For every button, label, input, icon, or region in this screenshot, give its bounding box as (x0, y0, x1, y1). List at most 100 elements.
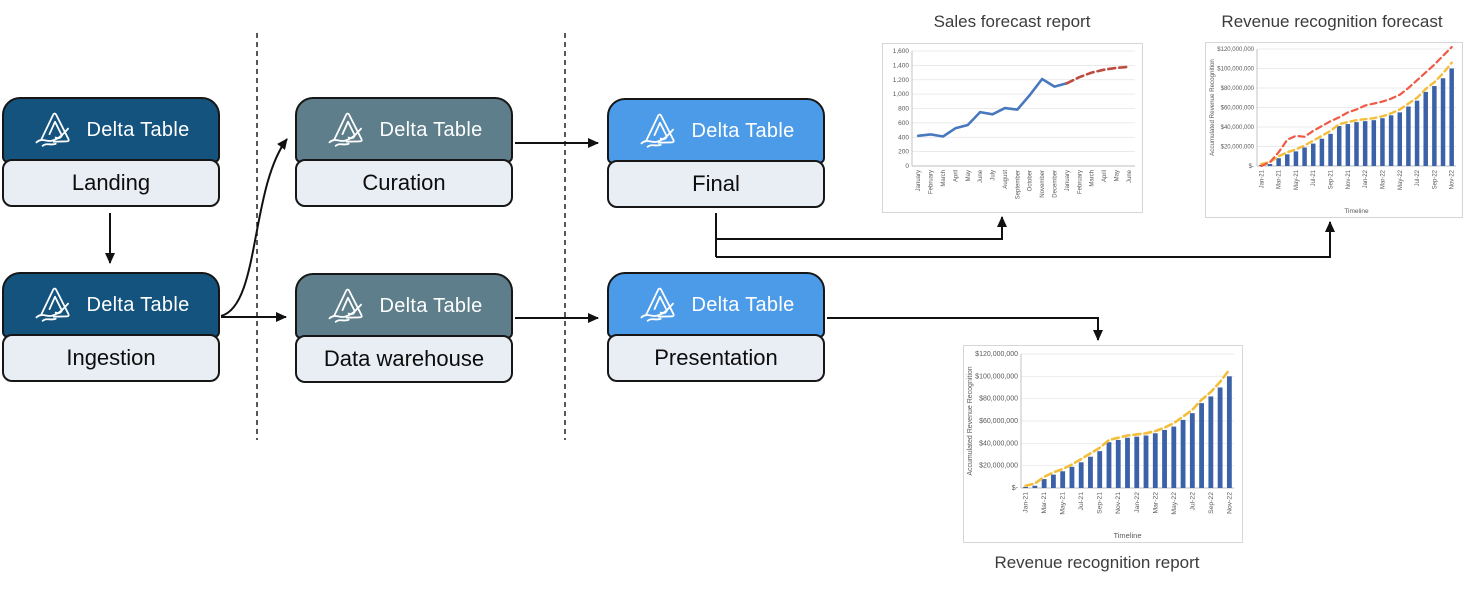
node-final-label: Final (607, 160, 825, 208)
node-curation-title: Delta Table (379, 118, 483, 141)
svg-text:Timeline: Timeline (1113, 531, 1141, 540)
svg-text:Mar-22: Mar-22 (1152, 492, 1159, 514)
svg-text:Jan-22: Jan-22 (1134, 492, 1141, 513)
svg-text:$-: $- (1012, 485, 1019, 492)
delta-lake-icon (33, 108, 77, 152)
svg-text:Mar-21: Mar-21 (1277, 169, 1283, 189)
svg-text:Jul-21: Jul-21 (1078, 492, 1085, 511)
revenue-recognition-report-chart[interactable]: $- $20,000,000 $40,000,000 $60,000,000 $80,0… (963, 345, 1243, 543)
svg-text:June: June (1127, 169, 1133, 183)
svg-text:$80,000,000: $80,000,000 (1221, 86, 1255, 92)
node-final[interactable]: Delta Table Final (607, 98, 825, 208)
node-data-warehouse-header: Delta Table (295, 273, 513, 339)
node-presentation-title: Delta Table (691, 293, 795, 316)
node-data-warehouse-title: Delta Table (379, 294, 483, 317)
svg-text:January: January (1065, 170, 1071, 191)
node-landing-label: Landing (2, 159, 220, 207)
svg-text:May: May (1114, 170, 1120, 181)
svg-text:$80,000,000: $80,000,000 (979, 396, 1018, 403)
revenue-report-chart-title: Revenue recognition report (994, 553, 1200, 572)
delta-lake-icon (326, 284, 370, 328)
svg-text:October: October (1028, 170, 1034, 191)
node-curation[interactable]: Delta Table Curation (295, 97, 513, 207)
svg-text:March: March (1090, 170, 1096, 187)
svg-text:Mar-21: Mar-21 (1041, 492, 1048, 514)
svg-text:1,400: 1,400 (893, 62, 910, 69)
svg-text:1,600: 1,600 (893, 48, 910, 55)
svg-text:Jul-22: Jul-22 (1189, 492, 1196, 511)
svg-text:$40,000,000: $40,000,000 (1221, 125, 1255, 131)
node-presentation[interactable]: Delta Table Presentation (607, 272, 825, 382)
svg-text:Mar-22: Mar-22 (1380, 169, 1386, 189)
svg-text:December: December (1052, 170, 1058, 198)
svg-text:February: February (929, 170, 935, 194)
sales-forecast-chart-title: Sales forecast report (933, 12, 1091, 31)
svg-text:May-22: May-22 (1171, 492, 1178, 515)
svg-text:Nov-22: Nov-22 (1450, 169, 1456, 189)
arrow-final-to-forecast-chart (716, 221, 1335, 258)
svg-text:$100,000,000: $100,000,000 (1217, 67, 1254, 73)
svg-text:$60,000,000: $60,000,000 (979, 418, 1018, 425)
svg-text:Jul-21: Jul-21 (1311, 169, 1317, 186)
node-final-header: Delta Table (607, 98, 825, 164)
node-presentation-label: Presentation (607, 334, 825, 382)
svg-text:Nov-21: Nov-21 (1346, 169, 1352, 189)
svg-text:August: August (1003, 170, 1009, 189)
svg-text:200: 200 (898, 149, 909, 156)
svg-text:1,200: 1,200 (893, 77, 910, 84)
svg-text:$-: $- (1249, 164, 1254, 170)
svg-text:January: January (916, 170, 922, 191)
revenue-recognition-forecast-chart[interactable]: $- $20,000,000 $40,000,000 $60,000,000 $80,0… (1205, 42, 1463, 218)
sales-forecast-chart[interactable]: 02004006008001,0001,2001,4001,600January… (882, 43, 1143, 213)
node-ingestion-title: Delta Table (86, 293, 190, 316)
arrow-final-to-sales-chart (716, 216, 1007, 240)
svg-text:Jul-22: Jul-22 (1415, 169, 1421, 186)
svg-text:Jan-22: Jan-22 (1363, 169, 1369, 188)
svg-text:November: November (1040, 170, 1046, 198)
svg-text:$20,000,000: $20,000,000 (979, 463, 1018, 470)
svg-text:Jan-21: Jan-21 (1259, 169, 1265, 188)
arrow-ingestion-to-curation (220, 138, 288, 317)
svg-text:600: 600 (898, 120, 909, 127)
svg-text:February: February (1077, 170, 1083, 194)
node-landing-title: Delta Table (86, 118, 190, 141)
node-data-warehouse-label: Data warehouse (295, 335, 513, 383)
svg-text:$40,000,000: $40,000,000 (979, 440, 1018, 447)
delta-lake-icon (638, 283, 682, 327)
svg-text:$60,000,000: $60,000,000 (1221, 106, 1255, 112)
svg-text:May-21: May-21 (1294, 169, 1300, 190)
svg-text:March: March (941, 170, 947, 187)
svg-text:Nov-21: Nov-21 (1115, 492, 1122, 514)
svg-text:Nov-22: Nov-22 (1226, 492, 1233, 514)
svg-text:$120,000,000: $120,000,000 (1217, 47, 1254, 53)
node-final-title: Delta Table (691, 119, 795, 142)
node-data-warehouse[interactable]: Delta Table Data warehouse (295, 273, 513, 383)
svg-text:April: April (953, 170, 959, 182)
svg-text:Accumulated Revenue Recognitio: Accumulated Revenue Recognition (1209, 59, 1216, 156)
svg-text:Timeline: Timeline (1344, 208, 1369, 215)
svg-text:Sep-22: Sep-22 (1208, 492, 1215, 514)
delta-lake-icon (638, 109, 682, 153)
node-curation-header: Delta Table (295, 97, 513, 163)
node-landing[interactable]: Delta Table Landing (2, 97, 220, 207)
svg-text:1,000: 1,000 (893, 91, 910, 98)
svg-text:Jan-21: Jan-21 (1023, 492, 1030, 513)
svg-text:400: 400 (898, 134, 909, 141)
svg-text:Sep-21: Sep-21 (1097, 492, 1104, 514)
node-ingestion[interactable]: Delta Table Ingestion (2, 272, 220, 382)
svg-text:$100,000,000: $100,000,000 (975, 373, 1018, 380)
svg-text:May: May (966, 170, 972, 181)
svg-text:Sep-21: Sep-21 (1329, 169, 1335, 189)
revenue-forecast-chart-title: Revenue recognition forecast (1221, 12, 1443, 31)
delta-lake-icon (326, 108, 370, 152)
svg-text:June: June (978, 169, 984, 183)
svg-text:$20,000,000: $20,000,000 (1221, 145, 1255, 151)
node-landing-header: Delta Table (2, 97, 220, 163)
svg-text:$120,000,000: $120,000,000 (975, 351, 1018, 358)
svg-text:May-21: May-21 (1060, 492, 1067, 515)
svg-text:Accumulated Revenue Recognitio: Accumulated Revenue Recognition (967, 366, 974, 475)
svg-text:May-22: May-22 (1398, 169, 1404, 190)
arrow-presentation-to-report-chart (827, 317, 1103, 341)
svg-text:July: July (991, 170, 997, 181)
svg-text:0: 0 (905, 163, 909, 170)
